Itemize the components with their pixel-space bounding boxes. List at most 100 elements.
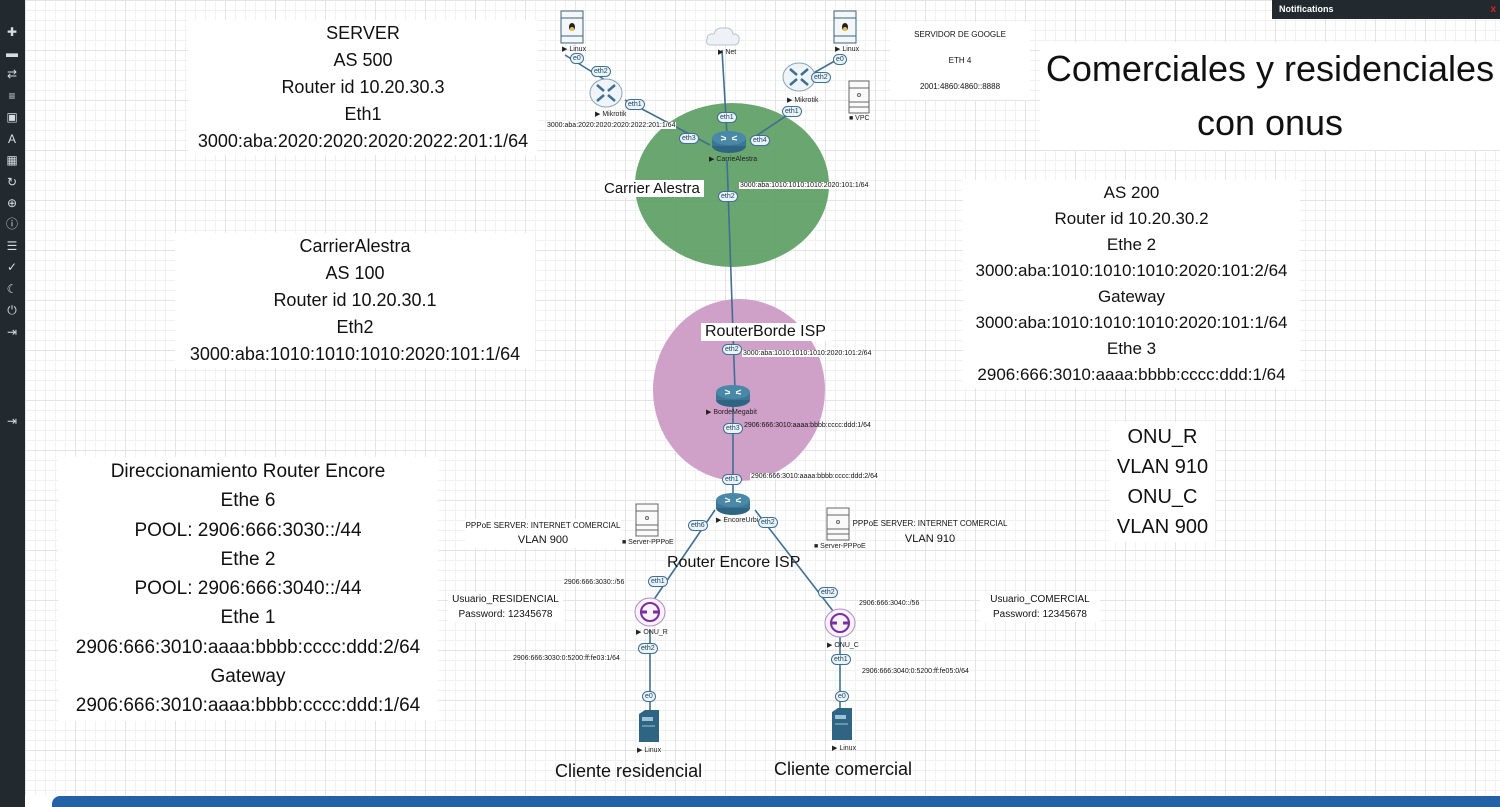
text-line: Ethe 1 <box>220 607 276 629</box>
port-badge[interactable]: eth2 <box>811 72 831 83</box>
linux-client-icon[interactable] <box>830 706 854 742</box>
router-icon[interactable] <box>711 130 747 154</box>
close-icon[interactable]: x <box>1490 4 1496 15</box>
link <box>754 509 841 621</box>
port-badge[interactable]: eth1 <box>831 654 851 665</box>
exit-icon[interactable]: ⇥ <box>6 325 18 339</box>
port-badge[interactable]: eth1 <box>717 112 737 123</box>
text-line: 2001:4860:4860::8888 <box>919 82 1001 91</box>
text-line: ONU_R <box>1127 426 1198 448</box>
text-line: SERVER <box>326 23 400 43</box>
pppoe-title: PPPoE SERVER: INTERNET COMERCIAL <box>465 521 621 530</box>
dark-mode-icon[interactable]: ☾ <box>6 282 18 296</box>
info-icon[interactable]: ⓘ <box>5 217 18 231</box>
port-badge[interactable]: eth2 <box>758 517 778 528</box>
node-icon[interactable]: ▬ <box>6 46 18 60</box>
server-info-box: SERVER AS 500 Router id 10.20.30.3 Eth1 … <box>188 20 538 155</box>
text-line: VLAN 910 <box>1116 456 1209 478</box>
text-line: AS 200 <box>1103 183 1160 202</box>
carrier-region-label: Carrier Alestra <box>600 180 704 197</box>
add-icon[interactable]: ✚ <box>6 25 18 39</box>
onu-icon[interactable] <box>824 608 856 638</box>
address-label: 2906:666:3030::/56 <box>563 579 626 586</box>
text-line: Ethe 3 <box>1106 339 1157 358</box>
text-line: 3000:aba:1010:1010:1010:2020:101:1/64 <box>975 313 1288 332</box>
password: Password: 12345678 <box>993 609 1087 620</box>
title-line: con onus <box>1196 102 1344 143</box>
cloud-icon[interactable] <box>705 25 741 47</box>
node-label: ▶ Mikrotik <box>595 111 627 118</box>
pppoe-server-icon[interactable] <box>826 507 850 541</box>
text-line: 3000:aba:1010:1010:1010:2020:101:2/64 <box>975 261 1288 280</box>
port-badge[interactable]: eth1 <box>625 99 645 110</box>
port-badge[interactable]: eth1 <box>648 576 668 587</box>
picture-icon[interactable]: ▣ <box>6 110 18 124</box>
address-label: 2906:666:3040::/56 <box>858 600 921 607</box>
pppoe-left-box: PPPoE SERVER: INTERNET COMERCIAL VLAN 90… <box>465 519 621 548</box>
port-badge[interactable]: e0 <box>642 691 656 702</box>
refresh-icon[interactable]: ↻ <box>6 175 18 189</box>
port-badge[interactable]: eth3 <box>679 133 699 144</box>
notifications-panel[interactable]: Notifications x <box>1272 0 1500 19</box>
diagram-title: Comerciales y residenciales con onus <box>1040 42 1500 150</box>
port-badge[interactable]: e0 <box>833 54 847 65</box>
text-icon[interactable]: ≡ <box>8 89 16 103</box>
pppoe-server-icon[interactable] <box>635 503 659 537</box>
linux-client-icon[interactable] <box>637 708 661 744</box>
vpc-icon[interactable] <box>848 80 870 114</box>
text-line: AS 500 <box>333 50 393 70</box>
node-label: ▶ BordeMegabit <box>706 409 757 416</box>
text-line: Ethe 6 <box>220 490 276 512</box>
power-icon[interactable]: ⏻ <box>7 303 17 317</box>
mikrotik-router-icon[interactable] <box>782 62 816 92</box>
onu-icon[interactable] <box>634 597 666 627</box>
password: Password: 12345678 <box>458 609 553 620</box>
node-label: ▶ ONU_C <box>827 642 859 649</box>
router-icon[interactable] <box>715 492 751 516</box>
port-badge[interactable]: eth2 <box>638 643 658 654</box>
port-badge[interactable]: eth3 <box>723 423 743 434</box>
node-label: ▶ Linux <box>562 46 587 53</box>
network-icon[interactable]: ⇄ <box>6 67 18 81</box>
pppoe-title: PPPoE SERVER: INTERNET COMERCIAL <box>852 519 1008 528</box>
router-icon[interactable] <box>715 384 751 408</box>
text-line: Eth2 <box>336 317 374 337</box>
port-badge[interactable]: eth4 <box>750 135 770 146</box>
client-comercial-label: Cliente comercial <box>774 759 913 779</box>
text-line: Router id 10.20.30.2 <box>1054 209 1209 228</box>
carrier-region <box>635 103 829 267</box>
node-label: ▶ Linux <box>637 747 662 754</box>
linux-server-icon[interactable] <box>833 10 857 44</box>
topology-canvas[interactable]: SERVER AS 500 Router id 10.20.30.3 Eth1 … <box>25 0 1500 795</box>
zoom-icon[interactable]: ⊕ <box>6 196 18 210</box>
text-line: Ethe 2 <box>220 548 276 570</box>
sidebar: ✚ ▬ ⇄ ≡ ▣ A ▦ ↻ ⊕ ⓘ ☰ ✓ ☾ ⏻ ⇥ ⇥ <box>0 0 25 807</box>
status-icon[interactable]: ✓ <box>6 260 18 274</box>
horizontal-scrollbar[interactable] <box>52 796 1500 807</box>
custom-shape-icon[interactable]: A <box>7 132 16 146</box>
list-icon[interactable]: ☰ <box>6 239 18 253</box>
pppoe-right-box: PPPoE SERVER: INTERNET COMERCIAL VLAN 91… <box>851 517 1009 548</box>
port-badge[interactable]: eth2 <box>722 344 742 355</box>
mikrotik-router-icon[interactable] <box>589 78 623 108</box>
node-label: ■ Server-PPPoE <box>622 539 674 546</box>
port-badge[interactable]: e0 <box>570 53 584 64</box>
logout-icon[interactable]: ⇥ <box>6 414 18 428</box>
text-line: Gateway <box>210 666 286 688</box>
title-line: Comerciales y residenciales <box>1045 48 1495 89</box>
port-badge[interactable]: eth1 <box>722 474 742 485</box>
onu-vlan-box: ONU_R VLAN 910 ONU_C VLAN 900 <box>1110 422 1215 542</box>
port-badge[interactable]: eth6 <box>688 520 708 531</box>
port-badge[interactable]: eth2 <box>591 66 611 77</box>
port-badge[interactable]: eth1 <box>782 106 802 117</box>
encore-addressing-box: Direccionamiento Router Encore Ethe 6 PO… <box>58 457 438 721</box>
text-line: Router id 10.20.30.1 <box>273 290 437 310</box>
port-badge[interactable]: e0 <box>835 691 849 702</box>
port-badge[interactable]: eth2 <box>718 191 738 202</box>
text-line: 3000:aba:2020:2020:2020:2022:201:1/64 <box>197 131 529 151</box>
grid-icon[interactable]: ▦ <box>6 153 18 167</box>
node-label: ▶ CarrieAlestra <box>709 156 758 163</box>
linux-server-icon[interactable] <box>560 10 584 44</box>
client-residencial-label: Cliente residencial <box>555 761 703 781</box>
port-badge[interactable]: eth2 <box>818 587 838 598</box>
